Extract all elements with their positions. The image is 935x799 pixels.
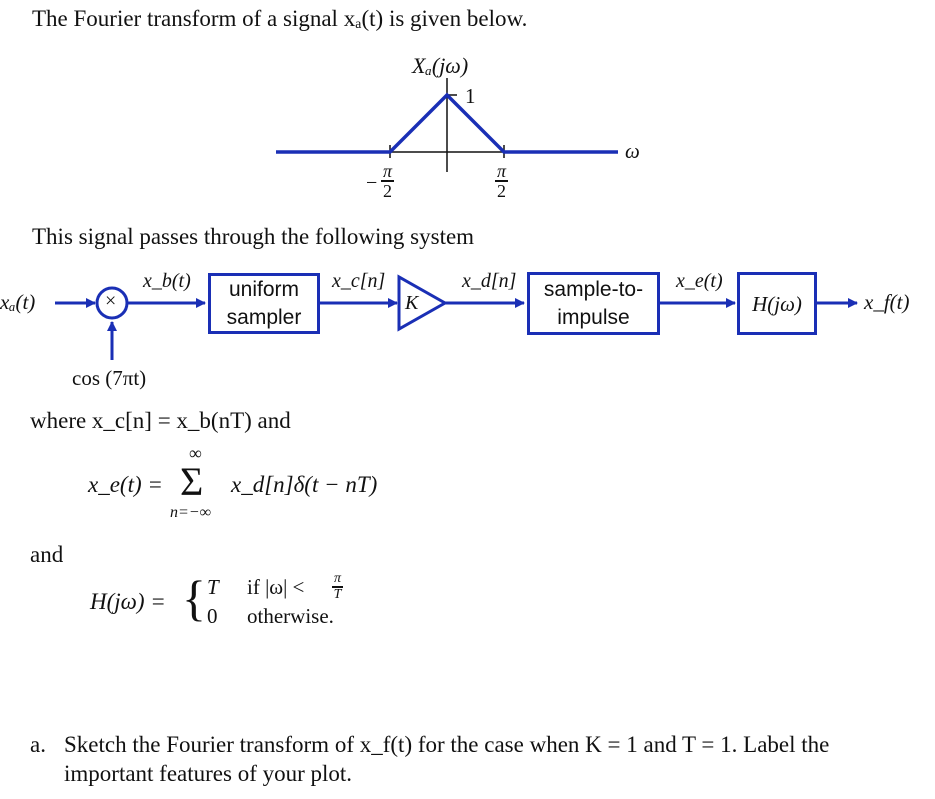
where-text: where x_c[n] = x_b(nT) and [30,408,291,433]
question-a-label: a. [30,732,46,757]
neg-tick-den: 2 [383,181,393,201]
xe-equation-lhs: x_e(t) = [88,472,163,497]
filter-label: H(jω) [752,291,802,316]
input-signal-label: xₐ(t) [0,290,36,314]
plot-ylabel: Xₐ(jω) [412,53,469,78]
xe-equation-rhs: x_d[n]δ(t − nT) [231,472,378,497]
neg-tick-label: π 2 [381,161,395,201]
xe-label: x_e(t) [676,270,723,292]
xd-label: x_d[n] [462,270,517,292]
uniform-sampler-block: uniform sampler [208,273,320,334]
pos-tick-den: 2 [497,181,507,201]
spectrum-curve [276,92,618,154]
xc-label: x_c[n] [332,270,386,292]
uniform-sampler-line1: uniform [228,277,299,301]
h-case1-frac-num: π [332,571,344,588]
neg-tick-sign: − [366,172,378,194]
uniform-sampler-line2: sampler [226,305,302,329]
neg-tick-num: π [381,161,395,182]
pos-tick-label: π 2 [495,161,509,201]
output-signal-label: x_f(t) [864,290,910,314]
sample-to-impulse-block: sample-to- impulse [527,272,660,335]
h-equation-lhs: H(jω) = [90,589,166,614]
question-a-line2: important features of your plot. [64,761,353,786]
intro-text: The Fourier transform of a signal xₐ(t) … [32,6,528,31]
multiplier-symbol: × [105,290,117,312]
pos-tick-num: π [495,161,509,182]
h-case2-condition: otherwise. [247,604,334,628]
sum-lower-limit: n=−∞ [170,504,211,521]
h-case1-value: T [207,575,219,599]
h-case1-fraction: π T [332,571,344,602]
h-case1-frac-den: T [333,587,342,602]
gain-triangle [397,274,449,332]
plot-xlabel: ω [625,139,640,163]
plot-peak-label: 1 [465,84,476,108]
uniform-sampler-label: uniform sampler [227,276,302,332]
h-case2-value: 0 [207,604,218,628]
cos-label: cos (7πt) [72,366,147,390]
sample-to-impulse-label: sample-to- impulse [544,276,643,332]
question-a-line1: Sketch the Fourier transform of x_f(t) f… [64,732,830,757]
xb-label: x_b(t) [143,270,191,292]
gain-label: K [405,292,419,314]
h-case1-condition: if |ω| < [247,575,305,599]
h-equation-brace: { [182,570,206,626]
sum-upper-limit: ∞ [189,443,202,463]
sample-to-impulse-line2: impulse [557,305,630,329]
sum-symbol: Σ [180,459,204,504]
filter-block: H(jω) [737,272,817,335]
and-text: and [30,542,64,567]
system-intro-text: This signal passes through the following… [32,224,475,249]
sample-to-impulse-line1: sample-to- [543,277,644,301]
